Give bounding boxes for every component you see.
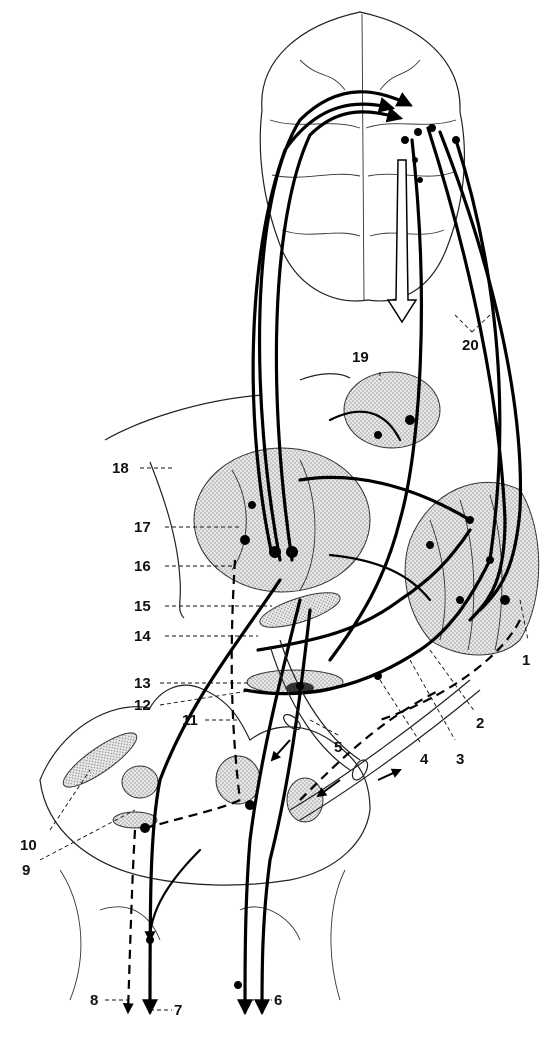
label-3: 3 bbox=[456, 751, 464, 768]
descending-arrow-icon bbox=[388, 160, 416, 322]
label-6: 6 bbox=[274, 992, 282, 1009]
label-19: 19 bbox=[352, 349, 369, 366]
label-12: 12 bbox=[134, 697, 151, 714]
label-14: 14 bbox=[134, 628, 151, 645]
label-13: 13 bbox=[134, 675, 151, 692]
label-16: 16 bbox=[134, 558, 151, 575]
label-18: 18 bbox=[112, 460, 129, 477]
label-9: 9 bbox=[22, 862, 30, 879]
label-17: 17 bbox=[134, 519, 151, 536]
label-5: 5 bbox=[334, 739, 342, 756]
label-8: 8 bbox=[90, 992, 98, 1009]
inferior-olive bbox=[216, 756, 260, 804]
label-4: 4 bbox=[420, 751, 429, 768]
label-15: 15 bbox=[134, 598, 151, 615]
label-7: 7 bbox=[174, 1002, 182, 1019]
nucleus-19 bbox=[344, 372, 440, 448]
label-11: 11 bbox=[182, 712, 198, 729]
nucleus-9 bbox=[122, 766, 158, 798]
label-20: 20 bbox=[462, 337, 479, 354]
label-2: 2 bbox=[476, 715, 484, 732]
label-10: 10 bbox=[20, 837, 37, 854]
label-1: 1 bbox=[522, 652, 530, 669]
cerebrum bbox=[260, 12, 464, 301]
medulla-section bbox=[40, 685, 370, 1000]
